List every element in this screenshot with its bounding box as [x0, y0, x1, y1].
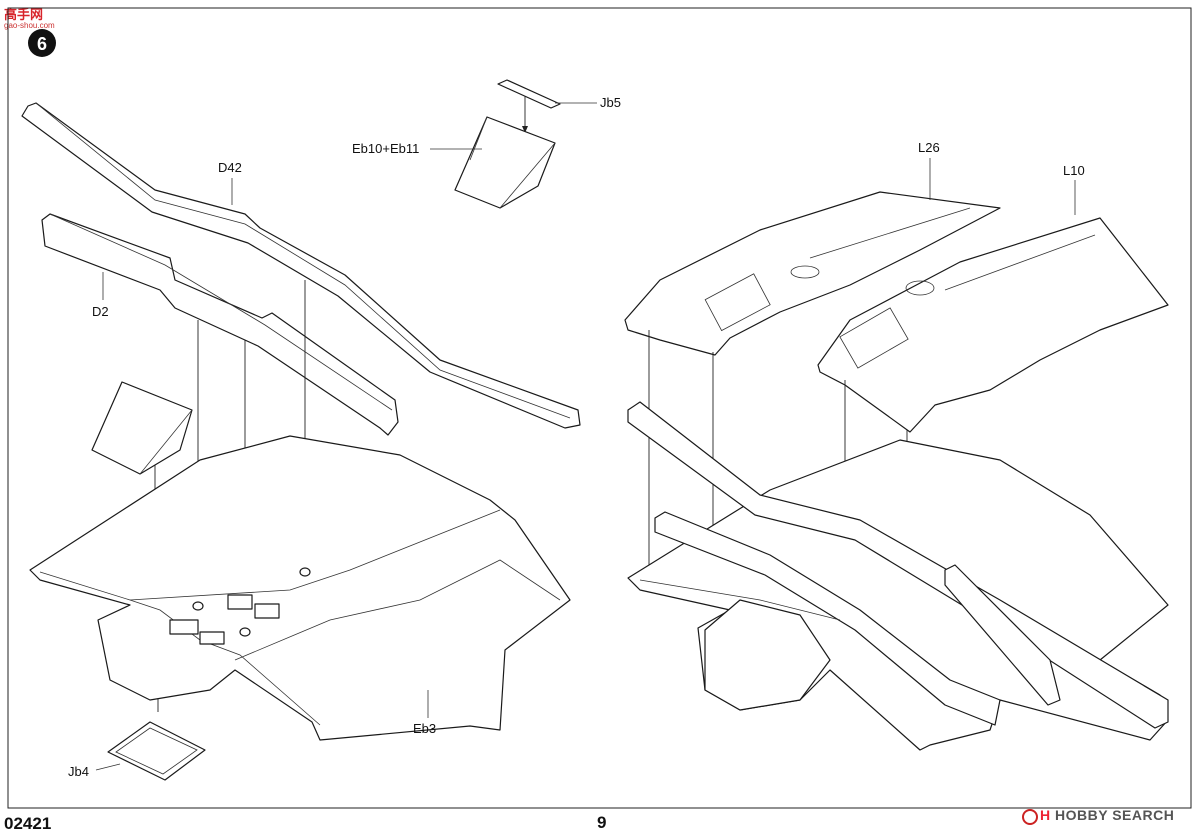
part-hull-assembled: [627, 401, 1169, 751]
watermark: H HOBBY SEARCH: [1040, 807, 1174, 823]
page-frame: [7, 7, 1192, 809]
step-number: 6: [37, 34, 47, 54]
site-logo: 高手网 gao-shou.com: [4, 4, 55, 30]
label-d2: D2: [92, 304, 109, 319]
label-l26: L26: [918, 140, 940, 155]
watermark-prefix: H: [1040, 807, 1051, 823]
site-logo-subtext: gao-shou.com: [4, 21, 55, 30]
label-d42: D42: [218, 160, 242, 175]
part-jb5: [497, 79, 597, 133]
label-eb10-eb11: Eb10+Eb11: [352, 141, 419, 156]
watermark-logo-icon: [1022, 809, 1038, 825]
part-l26: [624, 158, 1001, 356]
label-l10: L10: [1063, 163, 1085, 178]
label-eb3: Eb3: [413, 721, 436, 736]
site-logo-text: 高手网: [4, 7, 44, 22]
watermark-text: HOBBY SEARCH: [1055, 807, 1175, 823]
part-d42: [21, 102, 581, 429]
label-jb5: Jb5: [600, 95, 621, 110]
part-eb3: [29, 435, 571, 741]
part-jb4: [95, 721, 206, 781]
part-d2: [41, 213, 399, 436]
page-number: 9: [597, 813, 607, 832]
label-jb4: Jb4: [68, 764, 89, 779]
part-eb10-eb11: [430, 116, 556, 209]
catalog-number: 02421: [4, 814, 52, 833]
step-badge: 6: [28, 29, 56, 57]
part-loose-wedge: [91, 381, 193, 475]
